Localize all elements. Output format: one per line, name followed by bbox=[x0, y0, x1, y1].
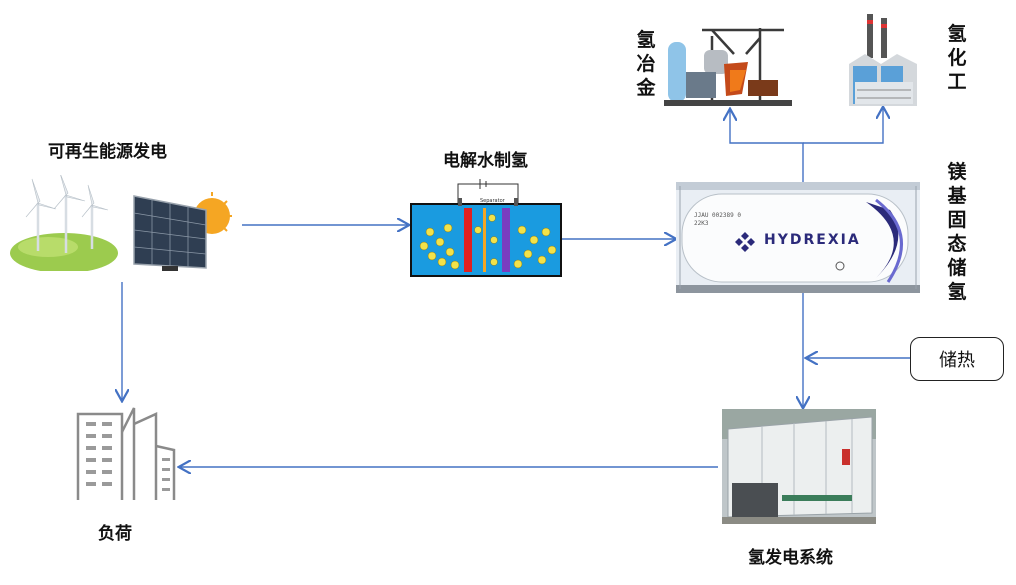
hydrogen-chemical-plant-icon bbox=[849, 14, 917, 106]
arrow-storage-to-chemical bbox=[803, 108, 883, 144]
renewable-label: 可再生能源发电 bbox=[48, 142, 167, 162]
hydrogen-storage-tank: JJAU 002389 0 22K3 HYDREXIA bbox=[676, 182, 920, 293]
tank-code-1: JJAU 002389 0 bbox=[694, 212, 741, 219]
hydrogen-metallurgy-icon bbox=[664, 28, 792, 106]
wind-turbine-icon bbox=[10, 175, 118, 271]
metallurgy-label: 氢冶金 bbox=[636, 29, 656, 99]
arrow-storage-to-metallurgy bbox=[730, 110, 804, 182]
chemical-label: 氢化工 bbox=[947, 23, 967, 93]
building-icon bbox=[76, 407, 176, 500]
electrolyzer-diagram: Separator bbox=[410, 179, 562, 277]
heat-storage-box: 储热 bbox=[910, 337, 1004, 381]
storage-label: 镁基固态储氢 bbox=[947, 161, 967, 303]
generation-label: 氢发电系统 bbox=[748, 548, 833, 568]
hydrexia-logo-icon bbox=[735, 232, 755, 252]
solar-panel-icon bbox=[133, 192, 232, 271]
tank-code-2: 22K3 bbox=[694, 220, 709, 227]
load-label: 负荷 bbox=[98, 524, 132, 544]
electrolysis-label: 电解水制氢 bbox=[443, 151, 528, 171]
separator-label: Separator bbox=[480, 198, 506, 204]
tank-brand: HYDREXIA bbox=[764, 232, 861, 248]
hydrogen-generator-photo bbox=[722, 409, 876, 524]
